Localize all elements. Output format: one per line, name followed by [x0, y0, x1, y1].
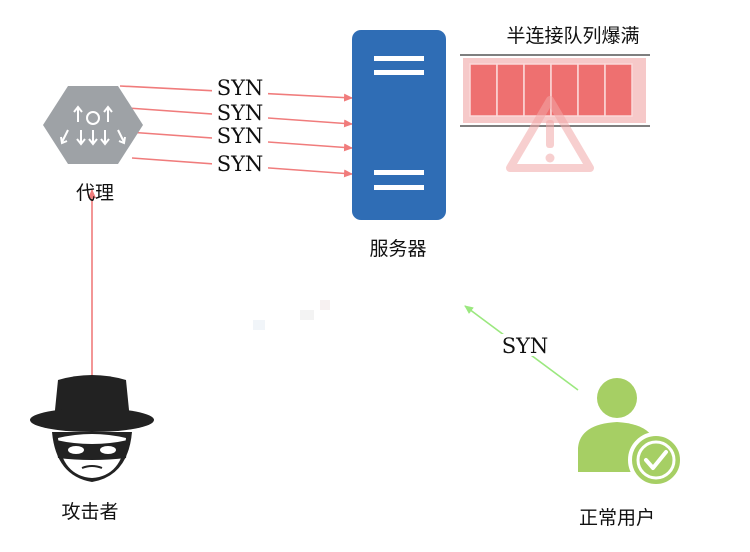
proxy-label: 代理 — [76, 182, 114, 204]
queue-title: 半连接队列爆满 — [506, 25, 639, 47]
syn-label-2: SYN — [217, 101, 264, 125]
attacker-label: 攻击者 — [61, 501, 118, 523]
syn-label-1: SYN — [217, 76, 264, 100]
warning-icon — [506, 96, 594, 172]
server-label: 服务器 — [369, 238, 426, 260]
half-open-queue — [460, 54, 650, 127]
server-icon — [352, 30, 446, 220]
proxy-hexagon-icon — [43, 86, 143, 164]
normal-syn-label: SYN — [502, 334, 549, 358]
syn-label-4: SYN — [217, 152, 264, 176]
faint-artifact — [253, 300, 330, 330]
verified-user-icon — [578, 378, 684, 488]
syn-label-3: SYN — [217, 124, 264, 148]
hacker-icon — [30, 375, 154, 482]
user-label: 正常用户 — [579, 507, 655, 529]
